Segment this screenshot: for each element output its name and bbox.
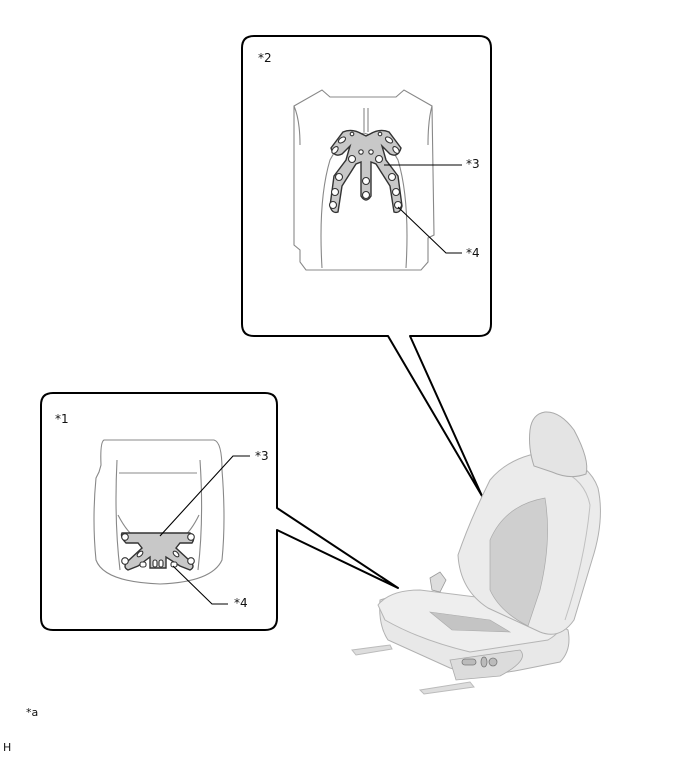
seat-rails	[351, 644, 475, 695]
seat-belt-buckle	[429, 571, 447, 593]
seatback-leader-lines	[384, 164, 462, 254]
seatback-callout-id: *2	[258, 51, 272, 65]
figure-footnote-label: *a	[26, 706, 39, 719]
cushion-heater-holes	[121, 533, 195, 568]
seatback-callout	[241, 35, 492, 497]
cushion-sensor-label: *4	[234, 596, 248, 610]
seat-headrest	[529, 411, 588, 478]
figure-code: H	[3, 741, 12, 754]
seat-illustration	[351, 411, 601, 695]
seat-adjust-switches	[461, 656, 498, 668]
seatback-outline	[293, 89, 435, 271]
seatback-heater-holes	[328, 131, 403, 210]
seatback-sensor-label: *4	[466, 246, 480, 260]
cushion-heater-element	[120, 532, 195, 571]
cushion-outline	[93, 439, 225, 585]
seatback-heater-label: *3	[466, 157, 480, 171]
cushion-callout	[40, 392, 399, 631]
cushion-leader-lines	[159, 455, 250, 605]
cushion-callout-id: *1	[55, 412, 69, 426]
cushion-heater-label: *3	[255, 449, 269, 463]
